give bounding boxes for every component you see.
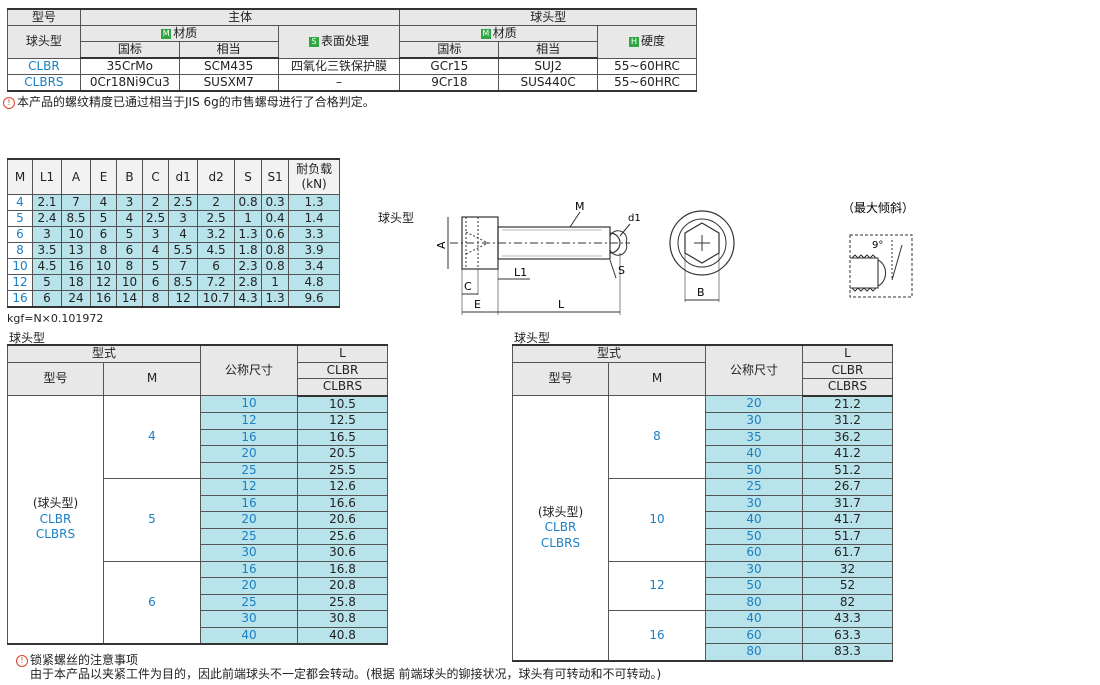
header-body: 主体 <box>79 8 401 26</box>
model-cell: CLBR <box>7 57 81 75</box>
label-e: E <box>474 298 481 311</box>
label-d1: d1 <box>628 213 641 224</box>
label-l1: L1 <box>514 266 527 279</box>
model-cell: CLBRS <box>7 74 81 92</box>
warning-icon: ! <box>16 654 28 667</box>
warning-icon: ! <box>3 96 15 109</box>
footer-title: !锁紧螺丝的注意事项 <box>16 651 138 668</box>
table-row: CLBRS 0Cr18Ni9Cu3 SUSXM7 – 9Cr18 SUS440C… <box>7 74 697 92</box>
m-cell: 10 <box>608 478 706 562</box>
kgf-note: kgf=N×0.101972 <box>7 312 104 325</box>
technical-drawing: M d1 A C E L1 L S B （最大倾斜） 9° <box>435 200 914 315</box>
label-b: B <box>697 286 705 299</box>
tilt-view-shape <box>849 234 913 298</box>
ball-shape <box>609 232 621 254</box>
header-ball: 球头型 <box>399 8 697 26</box>
m-cell: 12 <box>608 560 706 611</box>
tilt-label: （最大倾斜） <box>842 201 914 215</box>
header-ball-type: 球头型 <box>7 25 81 59</box>
thread-note: !本产品的螺纹精度已通过相当于JIS 6g的市售螺母进行了合格判定。 <box>3 93 375 110</box>
footer-text: 由于本产品以夹紧工件为目的，因此前端球头不一定都会转动。(根据 前端球头的铆接状… <box>30 667 662 681</box>
label-m: M <box>575 200 585 213</box>
label-a: A <box>435 241 448 249</box>
header-equiv: 相当 <box>178 41 279 59</box>
load-header: 耐负载(kN) <box>288 158 341 195</box>
left-section-label: 球头型 <box>9 331 46 345</box>
label-l: L <box>558 298 565 311</box>
surface-tag-icon: S <box>309 36 320 47</box>
header-model: 型号 <box>7 8 81 26</box>
label-c: C <box>464 280 472 293</box>
m-cell: 8 <box>608 395 706 479</box>
header-equiv-ball: 相当 <box>498 41 599 59</box>
material-tag-icon: M <box>161 28 172 39</box>
header-gb: 国标 <box>79 41 180 59</box>
table-row: CLBR 35CrMo SCM435 四氧化三铁保护膜 GCr15 SUJ2 5… <box>7 57 697 75</box>
material-tag-icon: M <box>480 28 491 39</box>
m-cell: 16 <box>608 610 706 661</box>
hardness-tag-icon: H <box>629 36 640 47</box>
label-s: S <box>618 264 625 277</box>
drawing-label: 球头型 <box>378 211 415 225</box>
header-gb-ball: 国标 <box>399 41 500 59</box>
m-cell: 5 <box>103 478 201 562</box>
m-cell: 6 <box>103 560 201 645</box>
label-angle: 9° <box>872 240 883 251</box>
end-view-shape <box>669 210 735 276</box>
right-section-label: 球头型 <box>514 331 551 345</box>
m-cell: 4 <box>103 395 201 479</box>
